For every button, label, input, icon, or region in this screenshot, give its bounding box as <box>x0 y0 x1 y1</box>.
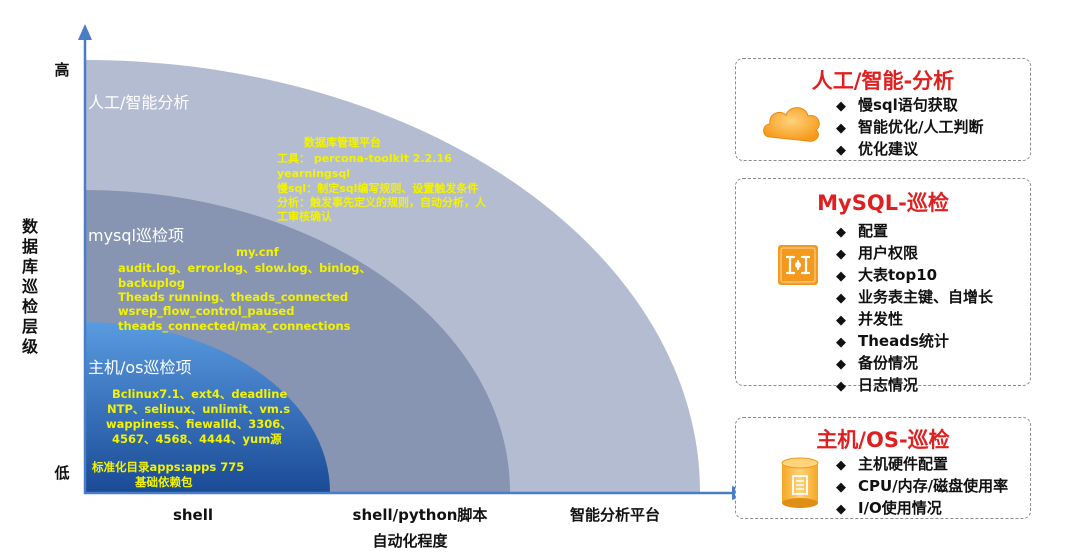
x-axis-title: 自动化程度 <box>372 532 448 550</box>
bullet-icon: ◆ <box>836 291 846 306</box>
y-axis-title-char: 数 <box>22 217 39 236</box>
x-axis-tick-label: shell/python脚本 <box>353 506 488 524</box>
panel-list-item-label: 大表top10 <box>858 266 938 284</box>
bullet-icon: ◆ <box>836 379 846 394</box>
x-axis-ticks: shell shell/python脚本 智能分析平台 <box>173 506 660 524</box>
y-axis-title-char: 据 <box>22 237 38 256</box>
middle-arc-text-line: my.cnf <box>236 245 280 259</box>
panel-list-item: ◆ 优化建议 <box>836 139 983 161</box>
y-axis-title-char: 层 <box>22 317 38 336</box>
y-axis-title-char: 库 <box>22 257 38 276</box>
middle-arc-text-line: theads_connected/max_connections <box>118 319 351 334</box>
panel-host: 主机/OS-巡检 ◆ 主机硬件配置 ◆ CPU/内存/磁盘使用率 ◆ I/O使用情况 <box>735 417 1031 519</box>
panel-list-item-label: CPU/内存/磁盘使用率 <box>858 477 1009 495</box>
bullet-icon: ◆ <box>836 121 846 136</box>
panel-list-item: ◆ 备份情况 <box>836 353 993 375</box>
bullet-icon: ◆ <box>836 480 846 495</box>
bullet-icon: ◆ <box>836 247 846 262</box>
panel-mysql-title: MySQL-巡检 <box>817 191 949 215</box>
y-axis-arrow <box>78 24 92 40</box>
panel-list-item: ◆ 配置 <box>836 221 993 243</box>
bullet-icon: ◆ <box>836 502 846 517</box>
outer-arc-text-line: 工审核确认 <box>277 209 333 223</box>
y-axis-title-char: 检 <box>22 297 38 316</box>
bullet-icon: ◆ <box>836 313 846 328</box>
panel-list-item-label: 配置 <box>858 222 889 240</box>
panel-list-item-label: Theads统计 <box>858 332 949 350</box>
panel-list-item: ◆ Theads统计 <box>836 331 993 353</box>
inner-arc <box>85 322 330 492</box>
bullet-icon: ◆ <box>836 357 846 372</box>
y-axis-title-char: 巡 <box>22 277 38 296</box>
panel-host-title: 主机/OS-巡检 <box>816 428 950 452</box>
inner-arc-text-line: 标准化目录apps:apps 775 <box>91 460 244 474</box>
panel-list-item-label: 日志情况 <box>858 376 919 394</box>
panel-list-item: ◆ I/O使用情况 <box>836 498 1008 520</box>
panel-host-list: ◆ 主机硬件配置 ◆ CPU/内存/磁盘使用率 ◆ I/O使用情况 <box>836 454 1008 520</box>
middle-arc-text-line: backuplog <box>118 276 185 290</box>
panel-list-item-label: 智能优化/人工判断 <box>858 118 984 136</box>
panel-mysql-list: ◆配置◆用户权限◆大表top10◆业务表主键、自增长◆并发性◆Theads统计◆… <box>836 221 993 397</box>
outer-arc-text-line: 分析：触发事先定义的规则，自动分析，人 <box>277 195 487 209</box>
inner-arc-text-line: 4567、4568、4444、yum源 <box>112 432 282 446</box>
panel-list-item: ◆ 并发性 <box>836 309 993 331</box>
panel-analysis: 人工/智能-分析 ◆ 慢sql语句获取 ◆ 智能优化/人工判断 ◆ 优化建议 <box>735 58 1031 161</box>
panel-list-item: ◆ 慢sql语句获取 <box>836 95 983 117</box>
panel-list-item-label: 主机硬件配置 <box>858 455 949 473</box>
outer-arc-text-line: 数据库管理平台 <box>304 135 381 149</box>
panel-list-item: ◆ 大表top10 <box>836 265 993 287</box>
inner-arc-text: Bclinux7.1、ext4、deadlineNTP、selinux、unli… <box>91 387 292 489</box>
middle-arc-text: my.cnf audit.log、error.log、slow.log、binlo… <box>118 245 371 334</box>
bullet-icon: ◆ <box>836 225 846 240</box>
panel-list-item-label: 慢sql语句获取 <box>858 96 958 114</box>
inner-arc-label: 主机/os巡检项 <box>88 358 192 377</box>
middle-arc-text-line: wsrep_flow_control_paused <box>118 304 294 319</box>
bullet-icon: ◆ <box>836 335 846 350</box>
panel-list-item-label: 并发性 <box>858 310 904 328</box>
panel-list-item-label: I/O使用情况 <box>858 499 942 517</box>
panel-list-item: ◆ 用户权限 <box>836 243 993 265</box>
y-axis-high-label: 高 <box>54 61 69 79</box>
inner-arc-text-line: wappiness、fiewalld、3306、 <box>106 417 292 431</box>
outer-arc-text-line: 工具： percona-toolkit 2.2.16 <box>277 152 452 165</box>
panel-list-item: ◆ CPU/内存/磁盘使用率 <box>836 476 1008 498</box>
middle-arc-text-line: Theads running、theads_connected <box>118 290 348 305</box>
hub-icon <box>778 245 818 285</box>
outer-arc-label: 人工/智能分析 <box>88 93 189 112</box>
bullet-icon: ◆ <box>836 99 846 114</box>
outer-arc-text-line: 慢sql：制定sql编写规则、设置触发条件 <box>277 181 478 195</box>
inner-arc-text-line: NTP、selinux、unlimit、vm.s <box>107 402 290 416</box>
inner-arc-text-line: 基础依赖包 <box>134 475 193 489</box>
panel-list-item: ◆ 智能优化/人工判断 <box>836 117 983 139</box>
cloud-icon <box>763 107 820 142</box>
middle-arc-label: mysql巡检项 <box>88 226 184 245</box>
bullet-icon: ◆ <box>836 143 846 158</box>
inner-arc-text-line: Bclinux7.1、ext4、deadline <box>112 387 287 401</box>
x-axis-tick-label: shell <box>173 506 213 524</box>
panel-list-item-label: 备份情况 <box>858 354 919 372</box>
bullet-icon: ◆ <box>836 269 846 284</box>
panel-mysql: MySQL-巡检 ◆配置◆用户权限◆大表top10◆业务表主键、自增长◆并发性◆… <box>735 178 1031 394</box>
panel-analysis-list: ◆ 慢sql语句获取 ◆ 智能优化/人工判断 ◆ 优化建议 <box>836 95 983 161</box>
panel-list-item-label: 优化建议 <box>858 140 919 158</box>
panel-list-item: ◆ 日志情况 <box>836 375 993 397</box>
x-axis-tick-label: 智能分析平台 <box>570 506 660 524</box>
panel-list-item: ◆ 主机硬件配置 <box>836 454 1008 476</box>
database-icon <box>781 457 819 508</box>
outer-arc-text-line: yearningsql <box>277 167 350 180</box>
panel-list-item: ◆ 业务表主键、自增长 <box>836 287 993 309</box>
y-axis-low-label: 低 <box>53 464 69 482</box>
middle-arc-text-line: audit.log、error.log、slow.log、binlog、 <box>118 261 371 275</box>
panel-analysis-title: 人工/智能-分析 <box>811 69 955 93</box>
bullet-icon: ◆ <box>836 458 846 473</box>
panel-list-item-label: 业务表主键、自增长 <box>858 288 994 306</box>
y-axis-title-char: 级 <box>22 337 39 356</box>
panel-list-item-label: 用户权限 <box>858 244 919 262</box>
